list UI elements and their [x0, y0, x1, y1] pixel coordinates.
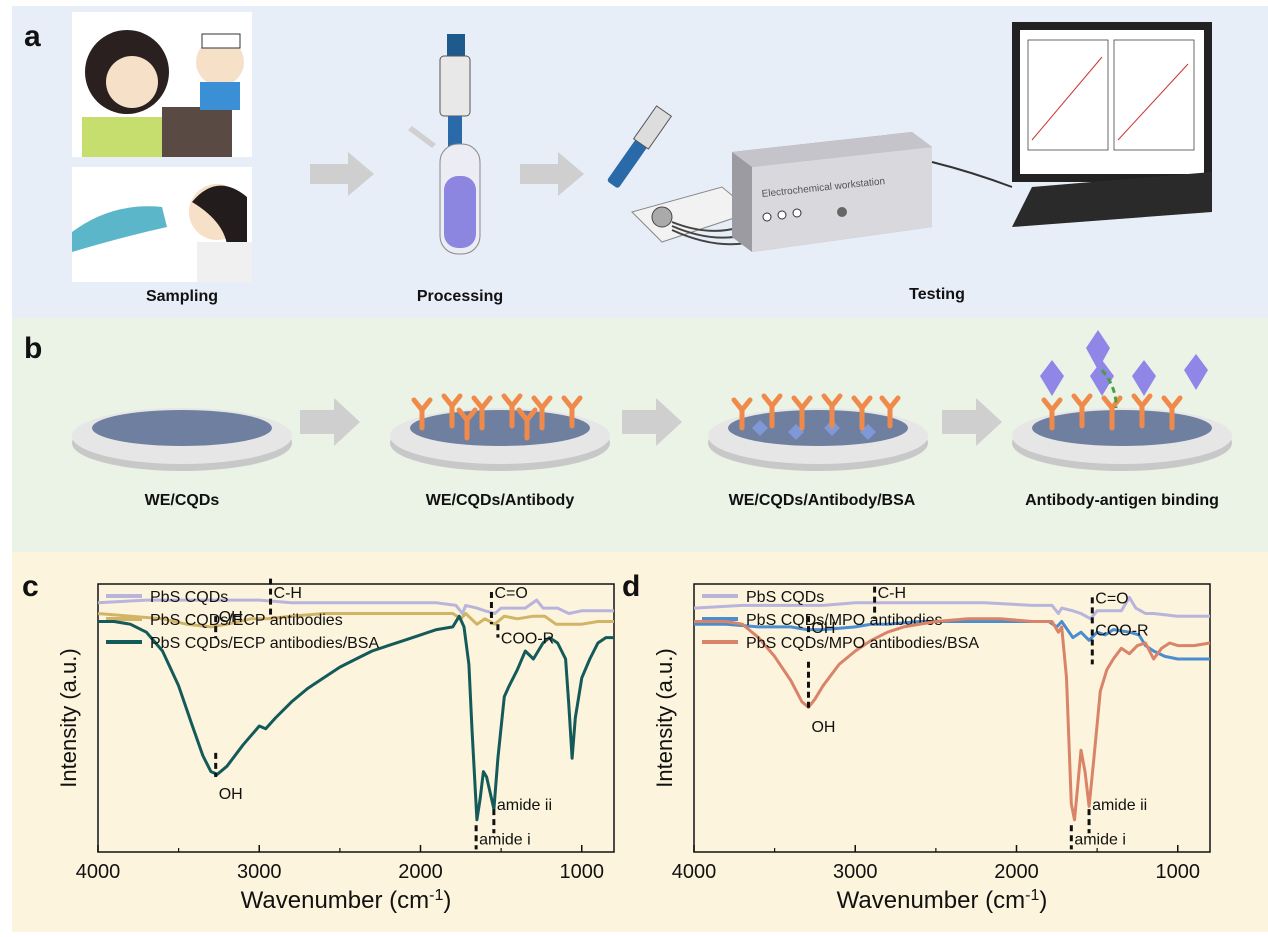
legend-label: PbS CQDs — [150, 589, 228, 606]
pipette-tube-icon — [408, 34, 481, 255]
annotation-label: amide i — [479, 832, 531, 849]
x-tick-label: 2000 — [398, 861, 443, 883]
annotation-label: amide ii — [497, 797, 552, 814]
panel-d-label: d — [622, 570, 640, 603]
step-we-cqds-antibody: WE/CQDs/Antibody — [425, 492, 575, 509]
x-tick-label: 3000 — [833, 861, 878, 883]
legend-label: PbS CQDs/MPO antibodies/BSA — [746, 635, 979, 652]
step-processing: Processing — [416, 288, 504, 305]
x-tick-label: 3000 — [237, 861, 282, 883]
step-testing: Testing — [909, 286, 965, 303]
step-we-cqds: WE/CQDs — [144, 492, 220, 509]
panel-cd-ftir — [12, 552, 1268, 932]
legend-label: PbS CQDs/ECP antibodies — [150, 612, 343, 629]
annotation-label: OH — [219, 786, 243, 803]
y-axis-label: Intensity (a.u.) — [56, 648, 81, 787]
sampling-illustration — [72, 12, 252, 282]
x-tick-label: 2000 — [994, 861, 1039, 883]
electrode-fabrication-steps — [72, 330, 1232, 471]
step-sampling: Sampling — [145, 288, 218, 305]
panel-b-fabrication: b — [12, 318, 1268, 552]
x-tick-label: 4000 — [672, 861, 717, 883]
electrode-cqds-icon — [72, 408, 292, 471]
annotation-label: amide ii — [1092, 797, 1147, 814]
legend-label: PbS CQDs — [746, 589, 824, 606]
annotation-label: OH — [811, 719, 835, 736]
annotation-label: COO-R — [1095, 623, 1148, 640]
electrode-antibody-icon — [390, 393, 610, 471]
flow-arrow-b3-icon — [942, 398, 1002, 446]
legend-label: PbS CQDs/ECP antibodies/BSA — [150, 635, 379, 652]
x-axis-label: Wavenumber (cm-1) — [241, 887, 452, 915]
annotation-label: C=O — [494, 585, 527, 602]
annotation-label: COO-R — [501, 631, 554, 648]
y-axis-label: Intensity (a.u.) — [652, 648, 677, 787]
step-we-cqds-antibody-bsa: WE/CQDs/Antibody/BSA — [728, 492, 916, 509]
flow-arrow-b1-icon — [300, 398, 360, 446]
flow-arrow-2-icon — [520, 152, 584, 196]
flow-arrow-b2-icon — [622, 398, 682, 446]
x-tick-label: 1000 — [1156, 861, 1201, 883]
annotation-label: C-H — [274, 585, 302, 602]
electrode-bsa-icon — [708, 393, 928, 471]
series-line — [693, 595, 1210, 621]
annotation-label: OH — [219, 609, 243, 626]
x-axis-label: Wavenumber (cm-1) — [837, 887, 1048, 915]
annotation-label: amide i — [1074, 832, 1126, 849]
x-tick-label: 4000 — [76, 861, 121, 883]
panel-c-label: c — [22, 570, 39, 603]
step-antibody-antigen-binding: Antibody-antigen binding — [1025, 492, 1219, 509]
series-line — [694, 617, 1211, 822]
series-line — [97, 598, 614, 615]
panel-b-label: b — [24, 332, 43, 365]
panel-a-label: a — [24, 20, 41, 53]
annotation-label: C=O — [1095, 590, 1128, 607]
electrode-antigen-binding-icon — [1012, 330, 1232, 471]
annotation-label: OH — [811, 620, 835, 637]
x-tick-label: 1000 — [560, 861, 605, 883]
annotation-label: C-H — [878, 585, 906, 602]
flow-arrow-1-icon — [310, 152, 374, 196]
panel-a-workflow: a — [12, 6, 1268, 318]
plot-frame — [693, 583, 1211, 853]
testing-setup-illustration: Electrochemical workstation — [607, 22, 1212, 252]
legend-label: PbS CQDs/MPO antibodies — [746, 612, 943, 629]
plot-frame — [97, 583, 615, 853]
